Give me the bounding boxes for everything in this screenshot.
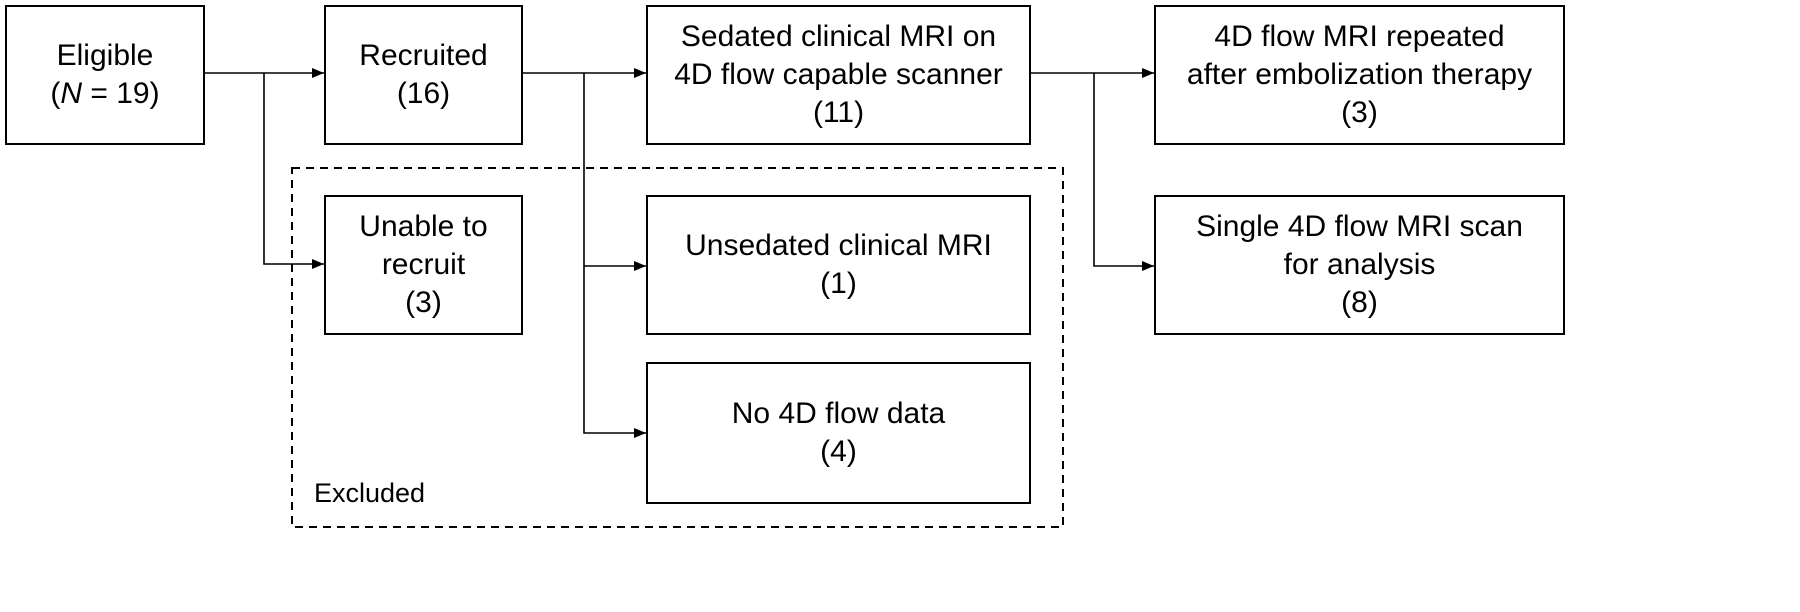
- recruited-label: Recruited: [359, 39, 488, 72]
- eligible-count: (N = 19): [50, 75, 159, 113]
- single-count: (8): [1341, 286, 1378, 319]
- unsedated-box: Unsedated clinical MRI (1): [646, 195, 1031, 335]
- eligible-count-prefix: (: [50, 77, 61, 110]
- sedated-box: Sedated clinical MRI on 4D flow capable …: [646, 5, 1031, 145]
- recruited-box: Recruited (16): [324, 5, 523, 145]
- arrow-eligible-to-unable: [263, 73, 324, 269]
- eligible-count-variable: N: [60, 77, 83, 110]
- unable-line-2: recruit: [381, 248, 466, 281]
- recruited-count: (16): [396, 77, 451, 110]
- eligible-box: Eligible (N = 19): [5, 5, 205, 145]
- sedated-line-2: 4D flow capable scanner: [674, 58, 1003, 91]
- sedated-line-1: Sedated clinical MRI on: [680, 20, 997, 53]
- single-box: Single 4D flow MRI scan for analysis (8): [1154, 195, 1565, 335]
- arrow-recruited-to-no4d: [583, 266, 646, 438]
- excluded-label: Excluded: [314, 478, 426, 508]
- single-line-1: Single 4D flow MRI scan: [1196, 210, 1523, 243]
- arrow-recruited-to-unsedated: [583, 73, 646, 271]
- unable-count: (3): [405, 286, 442, 319]
- eligible-count-value: = 19): [82, 77, 160, 110]
- repeated-line-1: 4D flow MRI repeated: [1214, 20, 1505, 53]
- unable-line-1: Unable to: [359, 210, 488, 243]
- no4d-label: No 4D flow data: [731, 397, 946, 430]
- repeated-count: (3): [1341, 96, 1378, 129]
- unsedated-label: Unsedated clinical MRI: [685, 229, 992, 262]
- unsedated-count: (1): [820, 267, 857, 300]
- no4d-box: No 4D flow data (4): [646, 362, 1031, 504]
- excluded-group-border: [291, 167, 1064, 528]
- repeated-line-2: after embolization therapy: [1186, 58, 1533, 91]
- sedated-count: (11): [812, 96, 865, 129]
- unable-box: Unable to recruit (3): [324, 195, 523, 335]
- no4d-count: (4): [820, 435, 857, 468]
- repeated-box: 4D flow MRI repeated after embolization …: [1154, 5, 1565, 145]
- single-line-2: for analysis: [1283, 248, 1436, 281]
- eligible-label: Eligible: [56, 39, 154, 72]
- arrow-sedated-to-single: [1093, 73, 1154, 271]
